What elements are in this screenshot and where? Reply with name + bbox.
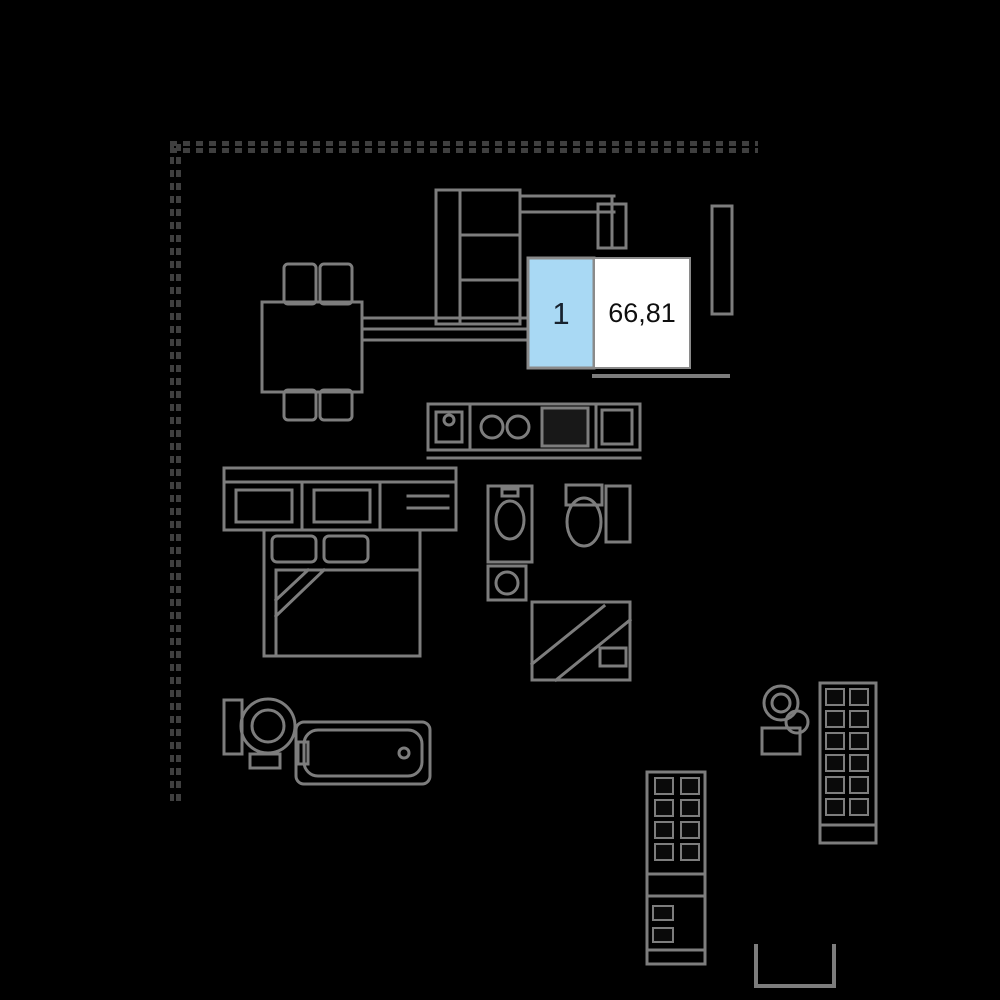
unit-area: 66,81	[608, 298, 676, 328]
shelf-cell	[849, 776, 869, 794]
shower-door	[553, 617, 633, 683]
cabinet	[760, 726, 802, 756]
faucet	[500, 487, 520, 498]
shelf-cell	[654, 799, 674, 817]
bath-cabinet	[604, 484, 632, 544]
chair	[282, 388, 318, 422]
round-fixture-inner	[770, 692, 792, 714]
open-counter	[754, 944, 836, 988]
appliance	[600, 408, 634, 446]
door-leaf	[710, 204, 734, 316]
washer-drum	[494, 570, 520, 596]
kitchen-sink	[434, 410, 464, 444]
toilet-bowl	[565, 496, 603, 548]
outer-walls	[170, 141, 758, 801]
unit-number: 1	[552, 296, 569, 331]
shelf-cell	[825, 798, 845, 816]
shower-door	[529, 603, 607, 667]
shelf-cell	[825, 732, 845, 750]
bar-counter	[360, 316, 532, 342]
sink-cabinet	[486, 484, 534, 564]
kitchen-counter-row	[426, 402, 642, 460]
kitchen-cabinet	[434, 188, 522, 326]
sink-basin	[494, 499, 526, 541]
shelf-cell	[825, 776, 845, 794]
shelving-column	[645, 770, 707, 966]
toilet-bowl-inner	[250, 708, 286, 744]
bathroom-bottom-left	[222, 697, 432, 786]
faucet-deck	[296, 740, 310, 766]
round-fixture	[784, 709, 810, 735]
shelf-cell	[849, 754, 869, 772]
top-wall	[170, 141, 758, 154]
tall-cabinet	[818, 681, 878, 845]
chair	[318, 262, 354, 306]
faucet	[442, 413, 456, 427]
dining-set	[260, 262, 364, 422]
shelf-cell	[825, 754, 845, 772]
pillow	[270, 534, 318, 564]
shelf-cell	[654, 777, 674, 795]
blanket-fold	[273, 567, 327, 619]
shelf-cell	[849, 710, 869, 728]
wardrobe-shelf	[234, 488, 294, 524]
shelf-cell	[849, 732, 869, 750]
shelf-cell	[680, 777, 700, 795]
pillow	[322, 534, 370, 564]
washing-machine	[486, 564, 528, 602]
shelf-cell	[680, 799, 700, 817]
burner	[505, 414, 531, 440]
shelf-cell	[654, 821, 674, 839]
unit-label[interactable]: 1 66,81	[526, 256, 730, 378]
kitchen-counter	[426, 402, 642, 452]
bottom-right-units	[760, 681, 878, 845]
bathtub-drain	[397, 746, 411, 760]
shelf-cell	[680, 821, 700, 839]
shelf-cell	[825, 710, 845, 728]
burner	[479, 414, 505, 440]
shelf-cell	[652, 927, 674, 943]
bed-frame	[262, 528, 422, 658]
shelf-cell	[825, 688, 845, 706]
bed	[262, 528, 422, 658]
detail	[248, 752, 282, 770]
shelf-cell	[680, 843, 700, 861]
unit-number-box[interactable]	[526, 256, 596, 370]
shelf-cell	[652, 905, 674, 921]
shower-tray	[530, 600, 632, 682]
bathtub	[294, 720, 432, 786]
round-fixture	[762, 684, 800, 722]
detail	[598, 646, 628, 668]
blanket-fold	[273, 567, 311, 603]
left-wall	[170, 141, 183, 801]
kitchen-upper-unit	[434, 188, 628, 326]
shelf-cell	[654, 843, 674, 861]
shower-cabin	[529, 600, 633, 683]
chair	[318, 388, 354, 422]
wardrobe	[222, 466, 458, 532]
unit-area-box[interactable]	[593, 257, 691, 369]
toilet-tank	[222, 698, 244, 756]
wardrobe-shelf	[312, 488, 372, 524]
bathroom-mid	[486, 483, 632, 602]
toilet-tank	[564, 483, 604, 507]
blanket	[274, 568, 422, 658]
dining-table	[260, 300, 364, 394]
shelving-body	[645, 770, 707, 966]
bathtub-inner	[302, 728, 424, 778]
shelf-cell	[849, 688, 869, 706]
shelf-cell	[849, 798, 869, 816]
appliance	[596, 202, 628, 250]
chair	[282, 262, 318, 306]
toilet-bowl	[239, 697, 297, 755]
stove	[540, 406, 590, 448]
